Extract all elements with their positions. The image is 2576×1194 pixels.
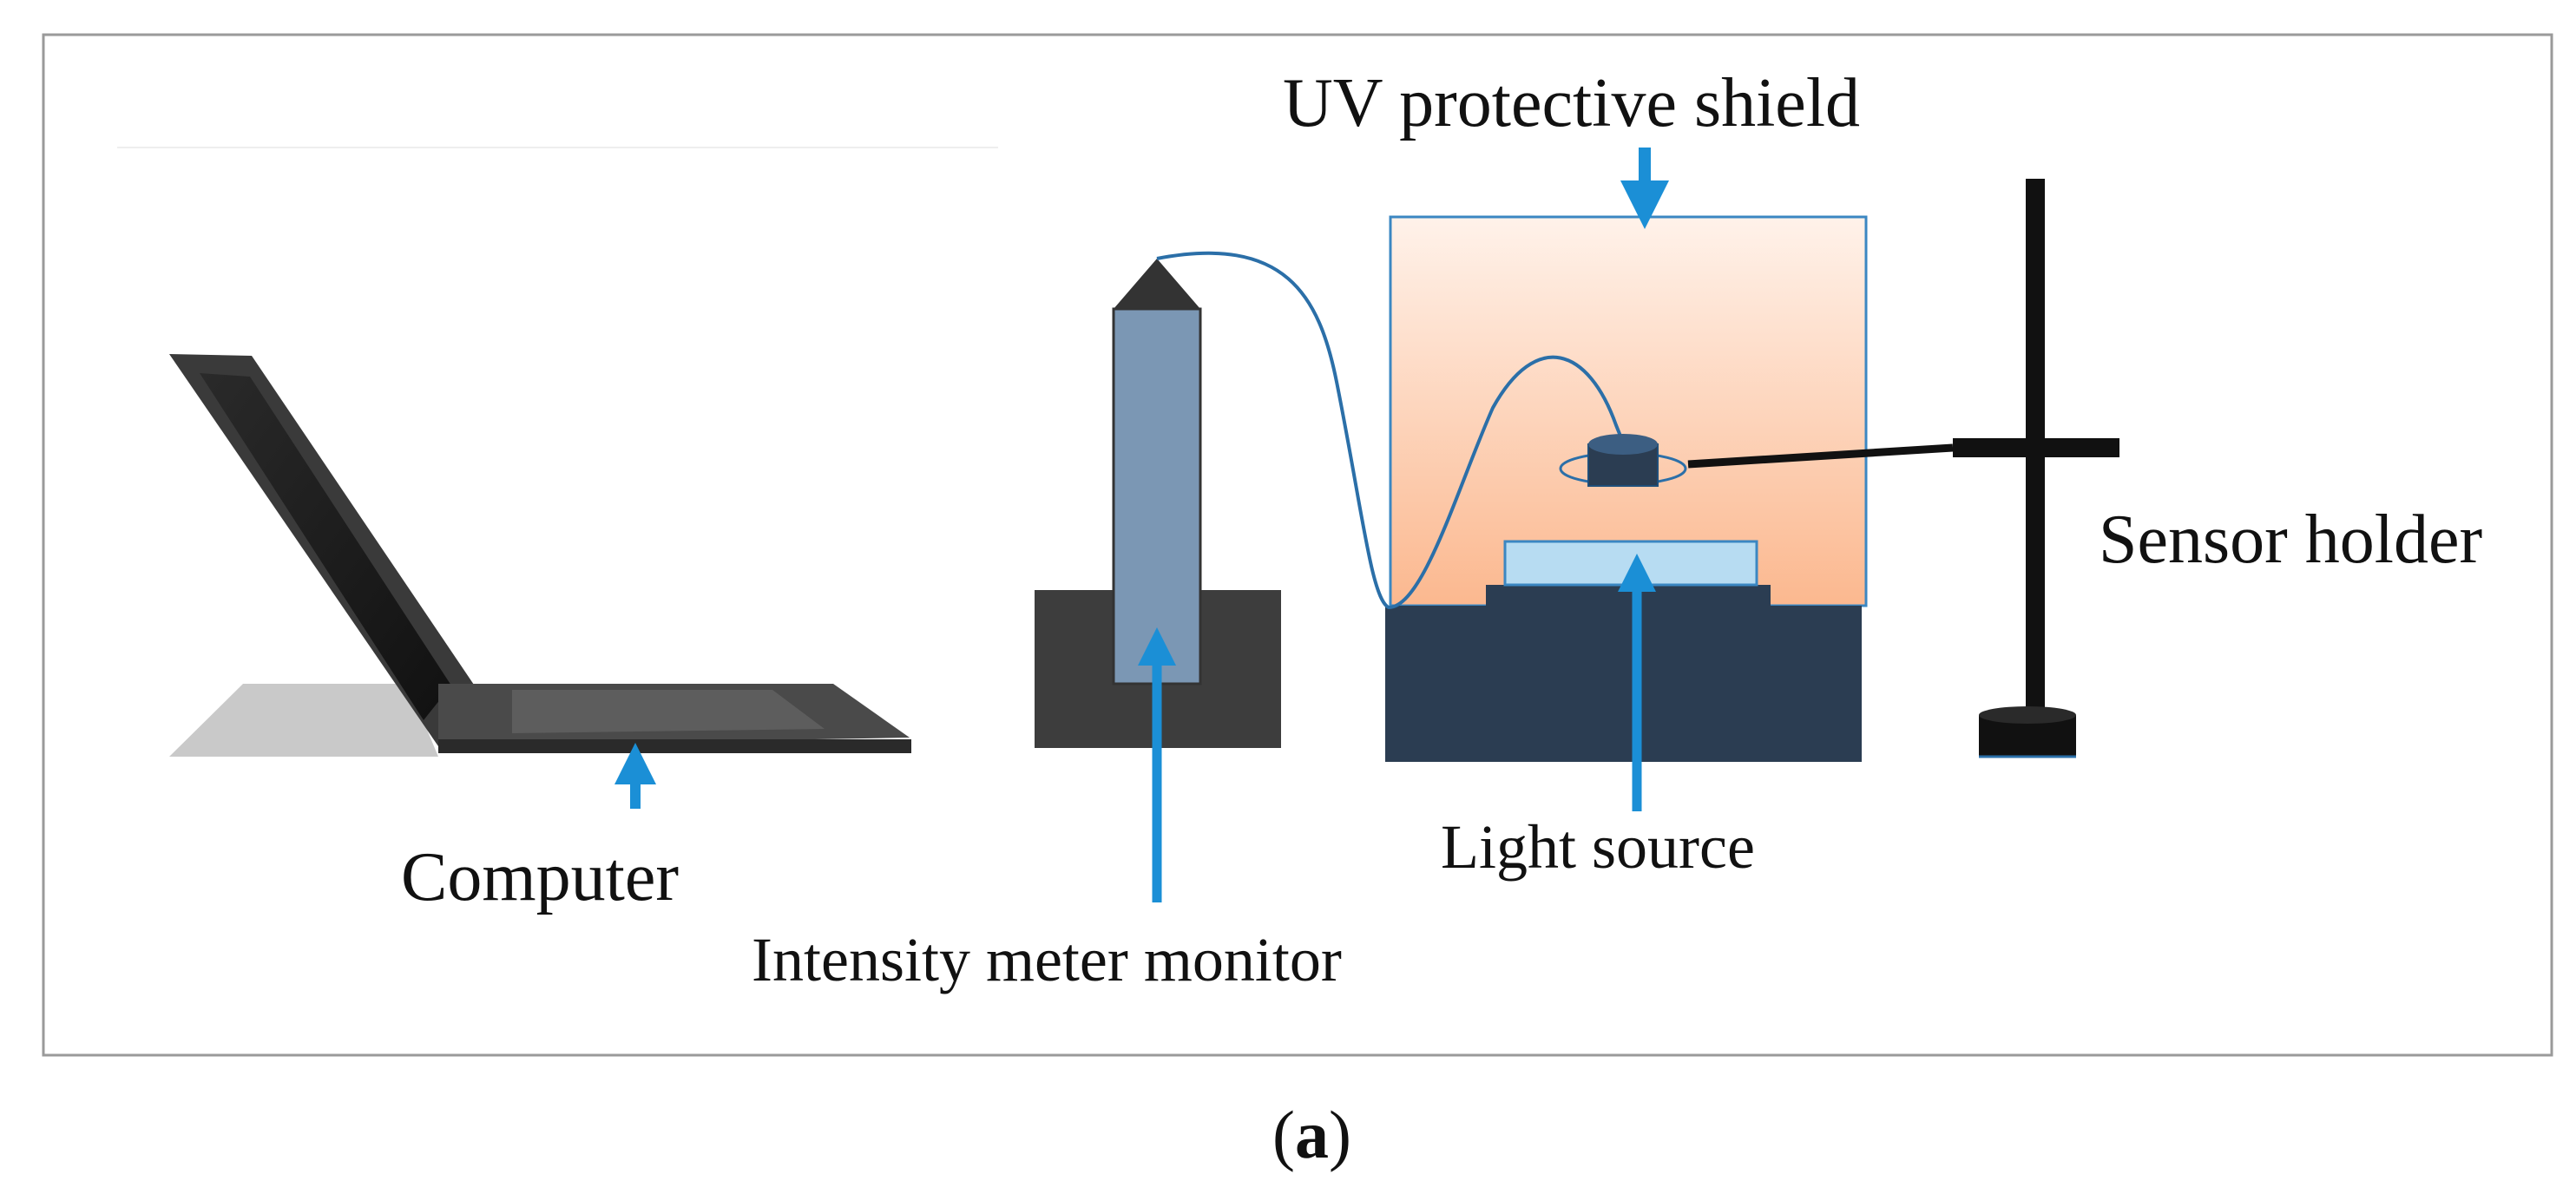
label-uv-shield: UV protective shield: [1283, 65, 1860, 141]
laptop-front-edge: [438, 739, 911, 753]
stand-base-top: [1979, 706, 2076, 724]
sensor-top: [1588, 434, 1658, 455]
lamp-window: [1503, 540, 1758, 587]
label-light-source: Light source: [1441, 812, 1755, 882]
meter-body: [1112, 307, 1202, 686]
panel-letter: a: [1295, 1097, 1329, 1172]
label-computer: Computer: [401, 839, 679, 915]
sensor-holder-stand: [1953, 179, 2119, 758]
figure-frame: [42, 33, 2553, 1057]
stand-crossbar: [1953, 438, 2119, 457]
panel-label: (a): [1272, 1097, 1351, 1172]
laptop-computer: [169, 354, 911, 757]
panel-paren-close: ): [1329, 1097, 1351, 1172]
meter-tip: [1114, 259, 1200, 309]
fiber-cable: [1156, 251, 1628, 610]
sensor: [1559, 434, 1687, 487]
sensor-arm: [1687, 443, 1954, 469]
laptop-keyboard: [512, 690, 825, 733]
label-intensity-meter: Intensity meter monitor: [752, 925, 1342, 994]
label-sensor-holder: Sensor holder: [2099, 502, 2482, 578]
laptop-screen: [200, 373, 451, 720]
light-source-base: [1385, 585, 1862, 762]
laptop-shadow: [169, 684, 438, 757]
panel-paren-open: (: [1272, 1097, 1295, 1172]
